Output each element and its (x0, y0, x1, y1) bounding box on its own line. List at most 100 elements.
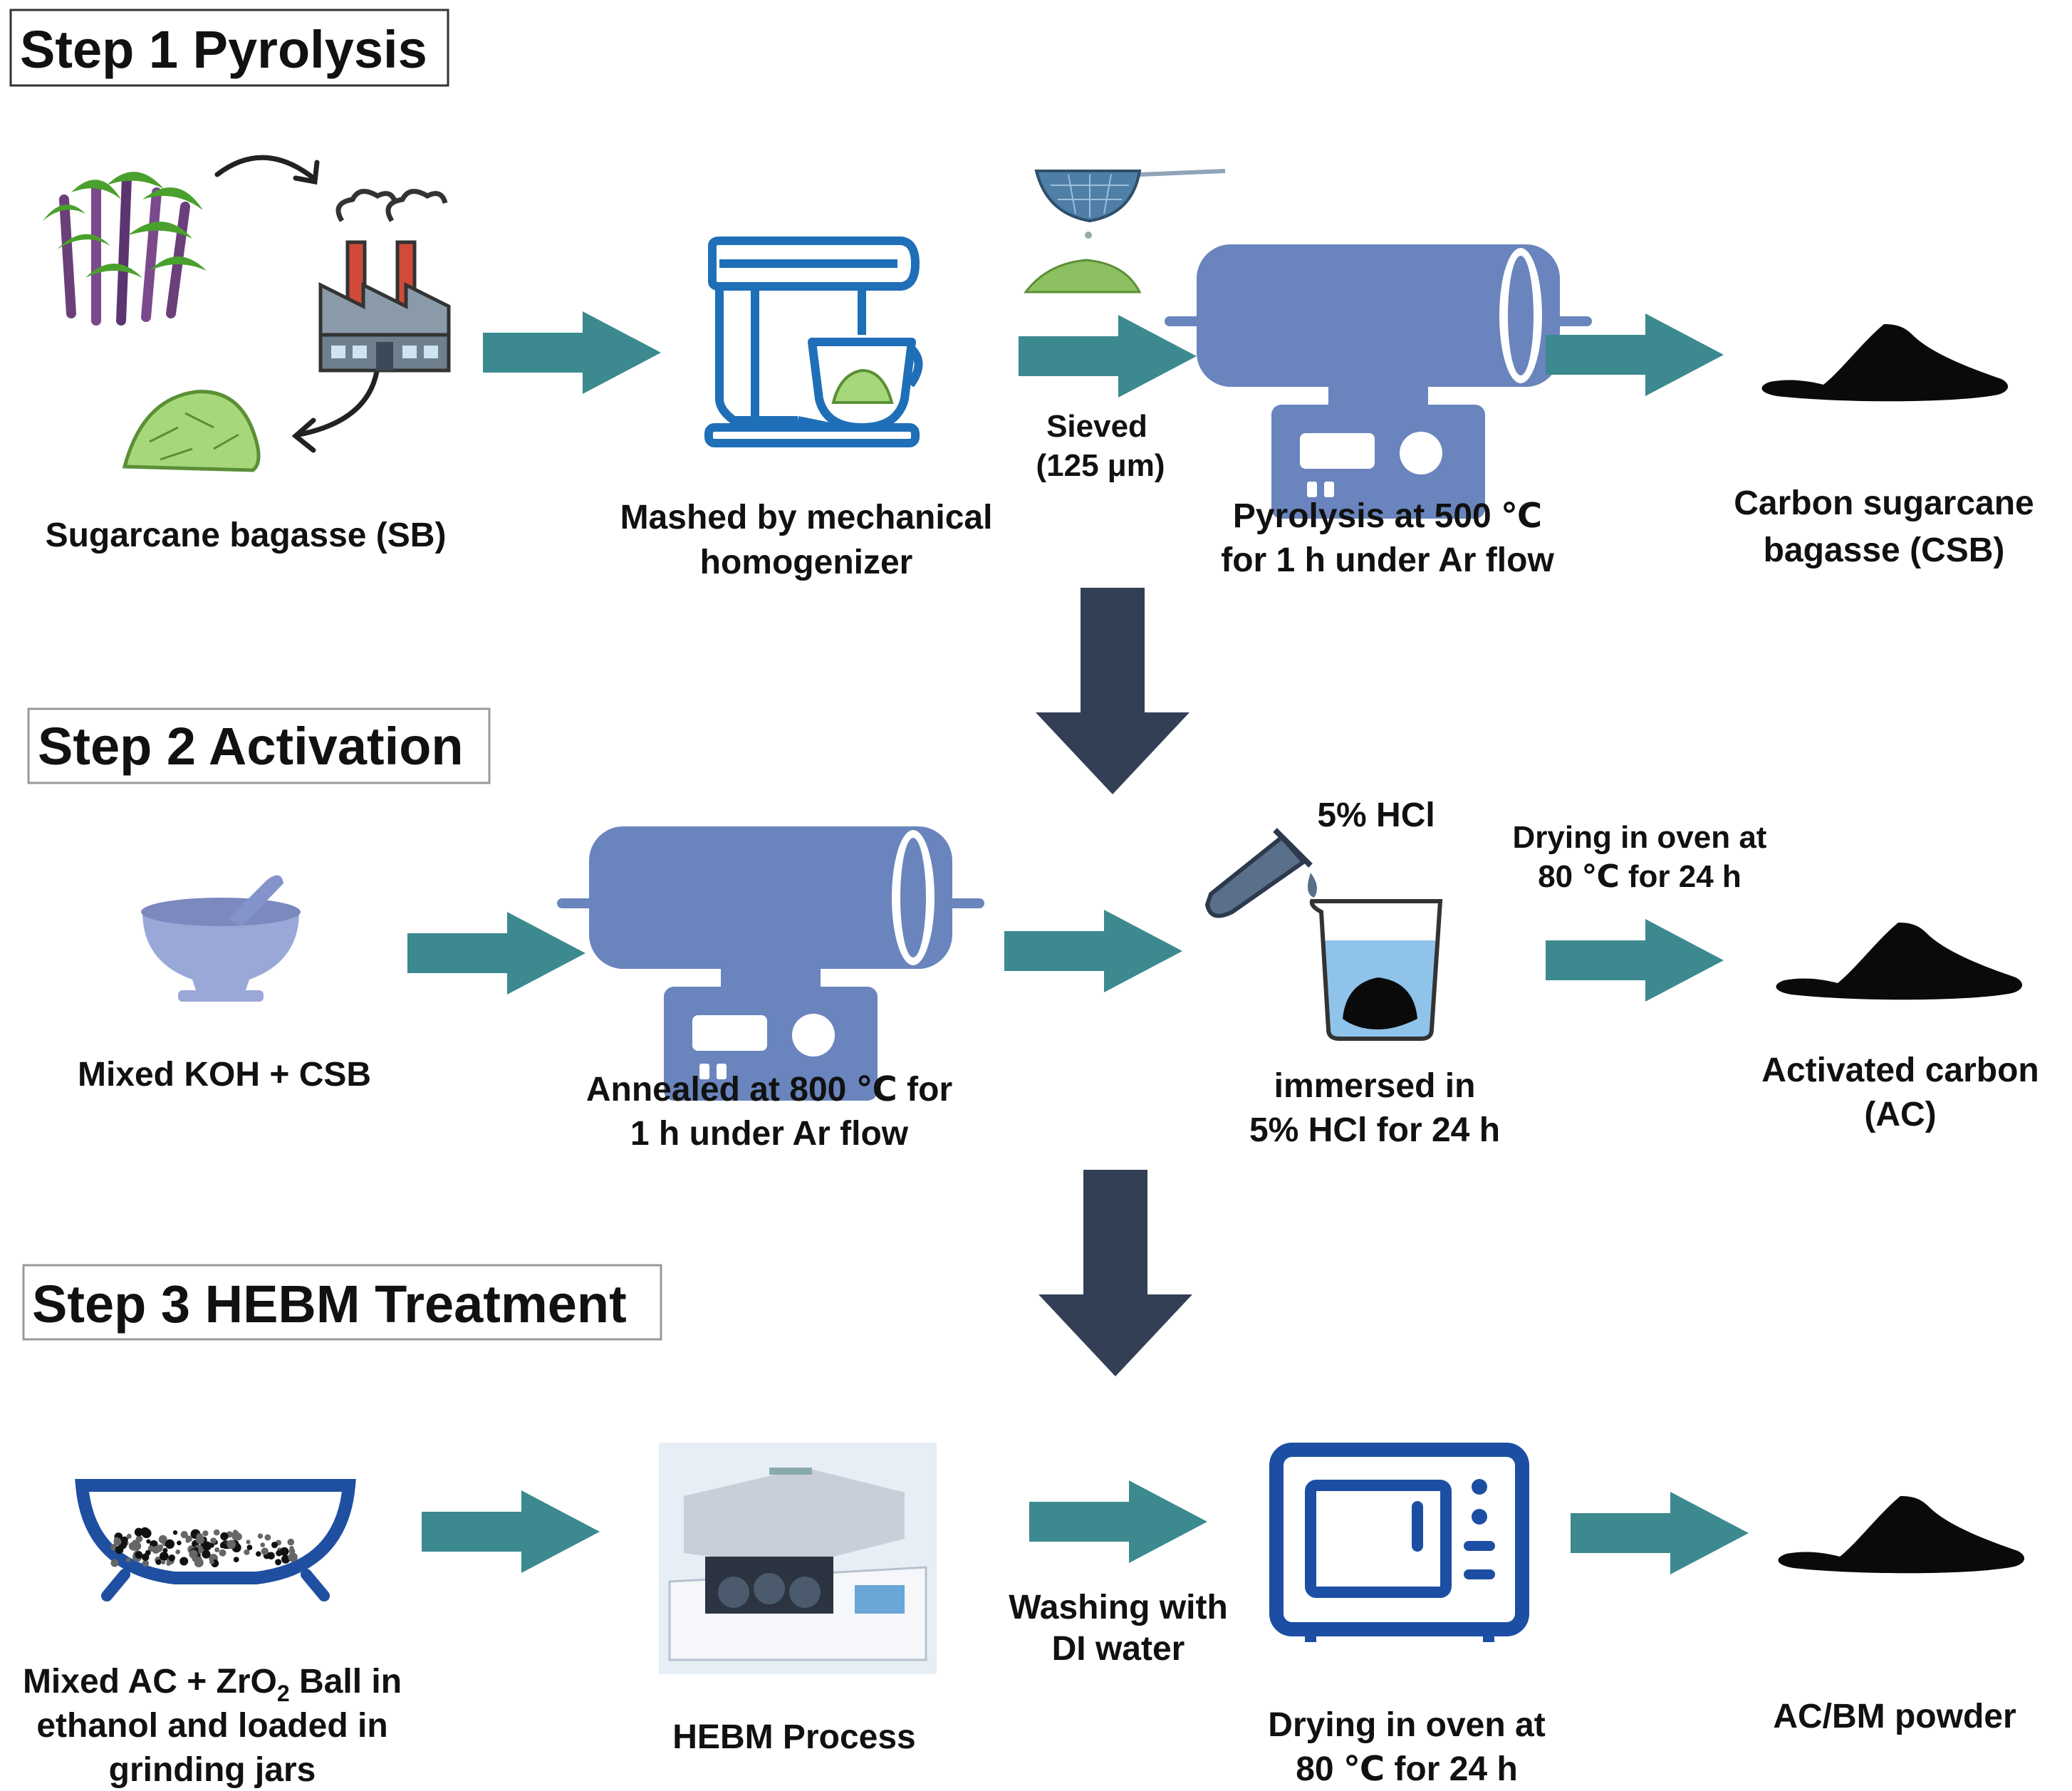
hcl-tag: 5% HCl (1317, 796, 1435, 834)
grinding-ball (166, 1561, 171, 1566)
grinding-ball (141, 1553, 150, 1562)
grinding-ball (246, 1540, 251, 1545)
mixer-bagasse (831, 368, 894, 404)
grinding-ball (180, 1531, 188, 1539)
grinding-ball (135, 1535, 143, 1542)
powder-pile-icon (1778, 1496, 2025, 1574)
ball-mill-machine-icon (659, 1443, 937, 1674)
step1-title-box: Step 1 Pyrolysis (9, 9, 449, 87)
grinding-ball (210, 1537, 217, 1545)
grinding-ball (287, 1538, 295, 1546)
grinding-ball (114, 1537, 119, 1542)
grinding-ball (162, 1547, 168, 1553)
mix-koh-label: Mixed KOH + CSB (78, 1056, 371, 1094)
test-tube-icon (1204, 828, 1317, 918)
grinding-ball (244, 1549, 250, 1555)
grinding-ball (231, 1532, 240, 1541)
grinding-ball (209, 1559, 214, 1564)
step1-title: Step 1 Pyrolysis (20, 20, 427, 79)
tube-furnace-icon (1165, 244, 1592, 519)
pyrolysis-label-line1: Pyrolysis at 500 ℃ (1233, 497, 1542, 535)
immersed-label-line2: 5% HCl for 24 h (1249, 1111, 1500, 1149)
flow-arrow (483, 311, 661, 394)
washing-label-line2: DI water (1052, 1630, 1185, 1668)
mixer-label-line2: homogenizer (700, 544, 913, 581)
hebm-mix-label-line3: grinding jars (109, 1751, 316, 1789)
grinding-ball (281, 1554, 290, 1564)
washing-label-line1: Washing with (1009, 1589, 1228, 1626)
grinding-ball (146, 1539, 151, 1544)
step-arrow (1036, 588, 1189, 794)
ball-mill-bowl-icon (75, 1479, 356, 1601)
grinding-ball (219, 1549, 227, 1557)
hebm-mix-label-line1: Mixed AC + ZrO2 Ball in (23, 1663, 402, 1706)
grinding-ball (280, 1547, 289, 1557)
zro2-suffix: Ball in (290, 1663, 402, 1701)
sieve-icon (1023, 169, 1226, 294)
flow-arrow (1019, 315, 1197, 398)
grinding-ball (172, 1530, 178, 1535)
grinding-ball (195, 1535, 204, 1545)
grinding-ball (214, 1547, 220, 1552)
step3-title-box: Step 3 HEBM Treatment (22, 1264, 662, 1341)
tube-furnace-icon (557, 826, 984, 1101)
ac-label-line2: (AC) (1864, 1096, 1936, 1133)
grinding-ball (175, 1549, 181, 1554)
hebm-process-label: HEBM Process (672, 1718, 915, 1756)
grinding-ball (257, 1533, 264, 1539)
grinding-ball (202, 1530, 209, 1537)
ac-bm-powder-label: AC/BM powder (1773, 1698, 2016, 1735)
flow-arrow (1004, 910, 1182, 992)
grinding-ball (271, 1542, 278, 1549)
grinding-ball (158, 1544, 164, 1549)
grinding-ball (260, 1542, 266, 1547)
grinding-ball (125, 1557, 131, 1562)
grinding-ball (115, 1545, 124, 1554)
drying-label-line2: 80 ℃ for 24 h (1296, 1750, 1518, 1788)
grinding-ball (179, 1557, 189, 1566)
zro2-subscript: 2 (277, 1681, 290, 1706)
powder-pile-icon (1776, 923, 2023, 1000)
grinding-ball (134, 1527, 143, 1537)
drying-label-line2: 80 ℃ for 24 h (1538, 859, 1742, 894)
csb-label-line1: Carbon sugarcane (1734, 484, 2034, 522)
grinding-ball (246, 1545, 253, 1551)
csb-label-line2: bagasse (CSB) (1764, 531, 2005, 569)
grinding-ball (261, 1547, 269, 1555)
zro2-prefix: Mixed AC + ZrO (23, 1663, 277, 1701)
grinding-ball (219, 1543, 225, 1549)
bagasse-pile-icon (122, 390, 261, 472)
flow-arrow (407, 912, 585, 995)
factory-icon (318, 189, 451, 373)
grinding-ball (202, 1541, 212, 1551)
grinding-ball (220, 1532, 229, 1541)
grinding-ball (140, 1527, 150, 1537)
drying-label-line1: Drying in oven at (1513, 820, 1767, 855)
grinding-ball (256, 1551, 261, 1557)
ac-label-line1: Activated carbon (1761, 1052, 2039, 1089)
anneal-label-line2: 1 h under Ar flow (630, 1115, 909, 1153)
flow-arrow (1571, 1492, 1749, 1574)
step2-title: Step 2 Activation (38, 717, 464, 776)
grinding-ball (227, 1540, 236, 1549)
pyrolysis-label-line2: for 1 h under Ar flow (1221, 541, 1554, 579)
mixer-label-line1: Mashed by mechanical (620, 499, 993, 536)
step2-title-box: Step 2 Activation (27, 707, 491, 784)
oven-icon (1269, 1443, 1529, 1642)
drying-label-line1: Drying in oven at (1268, 1706, 1545, 1744)
cycle-arrow-icon (214, 155, 380, 453)
sieve-label-line1: Sieved (1046, 409, 1147, 444)
step-arrow (1038, 1170, 1192, 1376)
step3-title: Step 3 HEBM Treatment (32, 1275, 627, 1334)
beaker-icon (1309, 899, 1443, 1041)
grinding-ball (135, 1551, 143, 1559)
mortar-pestle-icon (141, 875, 301, 1002)
grinding-ball (276, 1549, 282, 1557)
grinding-ball (185, 1538, 190, 1543)
grinding-ball (168, 1554, 175, 1562)
hebm-mix-label-line2: ethanol and loaded in (36, 1707, 387, 1745)
grinding-ball (233, 1557, 239, 1563)
flow-arrow (1029, 1480, 1207, 1563)
grinding-ball (189, 1549, 198, 1559)
